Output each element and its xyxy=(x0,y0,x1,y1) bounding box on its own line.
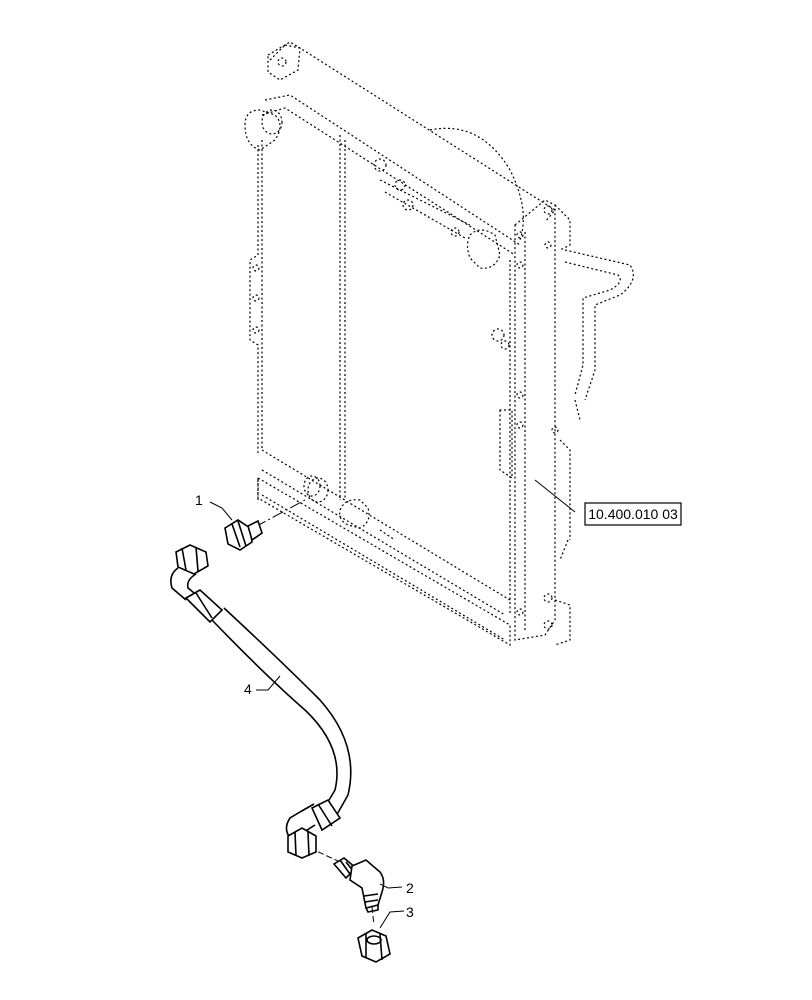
leader-lines xyxy=(209,479,576,929)
radiator-assembly-phantom xyxy=(244,41,634,647)
part-4-hose xyxy=(170,544,352,859)
part-1-fitting xyxy=(224,519,263,551)
callout-labels: 1 2 3 4 xyxy=(195,492,414,920)
part-2-elbow-fitting xyxy=(332,857,385,913)
callout-3: 3 xyxy=(406,904,414,920)
callout-2: 2 xyxy=(406,880,414,896)
callout-4: 4 xyxy=(244,681,252,697)
callout-1: 1 xyxy=(195,492,203,508)
reference-label: 10.400.010 03 xyxy=(588,506,678,522)
center-lines xyxy=(254,499,375,926)
reference-box: 10.400.010 03 xyxy=(584,502,682,526)
part-3-nut xyxy=(357,929,391,963)
